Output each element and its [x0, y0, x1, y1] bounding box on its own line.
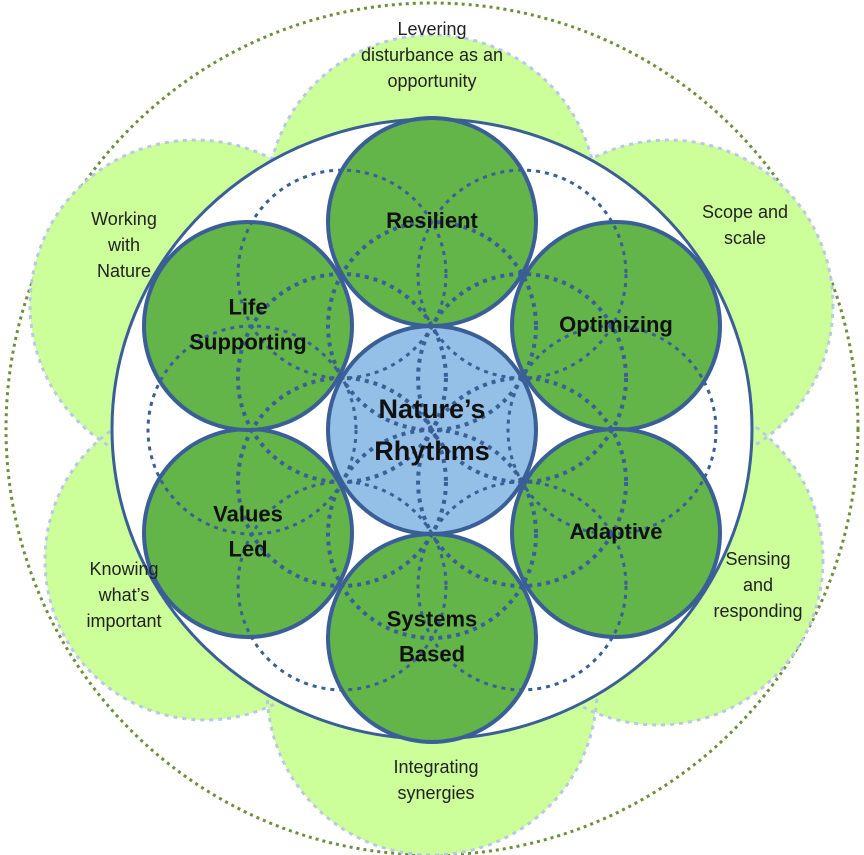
circle-values-led — [142, 427, 354, 639]
label-scope: Scope and scale — [702, 202, 788, 248]
label-systems-based-line: Systems — [387, 606, 478, 631]
label-sensing-line: Sensing — [725, 549, 790, 569]
label-life-supporting-line: Supporting — [189, 329, 306, 354]
label-integrating-line: synergies — [397, 783, 474, 803]
labels: Levering disturbance as an opportunityScop… — [86, 19, 802, 803]
label-resilient-line: Resilient — [386, 208, 478, 233]
label-working-line: Working — [91, 209, 157, 229]
label-knowing-line: what’s — [98, 585, 150, 605]
petal-outline-scope — [501, 138, 835, 472]
label-knowing: Knowing what’s important — [86, 559, 161, 631]
dotted-overlay — [146, 168, 718, 692]
label-integrating: Integrating synergies — [393, 757, 478, 803]
label-levering-line: disturbance as an — [361, 45, 503, 65]
label-optimizing-line: Optimizing — [559, 312, 673, 337]
label-sensing: Sensing and responding — [713, 549, 802, 621]
label-scope-line: Scope and — [702, 202, 788, 222]
label-systems-based-line: Based — [399, 641, 465, 666]
label-center-line: Rhythms — [374, 436, 490, 466]
label-sensing-line: responding — [713, 601, 802, 621]
label-sensing-line: and — [743, 575, 773, 595]
label-scope-line: scale — [724, 228, 766, 248]
label-working-line: Nature — [97, 261, 151, 281]
label-adaptive: Adaptive — [570, 519, 663, 544]
circle-life-supporting — [142, 220, 354, 432]
label-values-led-line: Led — [228, 536, 267, 561]
label-knowing-line: important — [86, 611, 161, 631]
dotted-overlay-circle — [506, 324, 718, 536]
label-values-led-line: Values — [213, 501, 283, 526]
outer-dotted-boundary — [4, 1, 860, 855]
label-adaptive-line: Adaptive — [570, 519, 663, 544]
label-working-line: with — [107, 235, 140, 255]
dotted-overlay-circle — [416, 480, 628, 692]
dotted-overlay-circle — [236, 168, 448, 380]
label-levering-line: Levering — [397, 19, 466, 39]
label-optimizing: Optimizing — [559, 312, 673, 337]
label-integrating-line: Integrating — [393, 757, 478, 777]
label-knowing-line: Knowing — [89, 559, 158, 579]
label-center-line: Nature’s — [378, 394, 485, 424]
label-levering: Levering disturbance as an opportunity — [361, 19, 503, 91]
label-levering-line: opportunity — [387, 71, 476, 91]
label-resilient: Resilient — [386, 208, 478, 233]
label-life-supporting-line: Life — [228, 294, 267, 319]
circle-adaptive — [510, 427, 722, 639]
